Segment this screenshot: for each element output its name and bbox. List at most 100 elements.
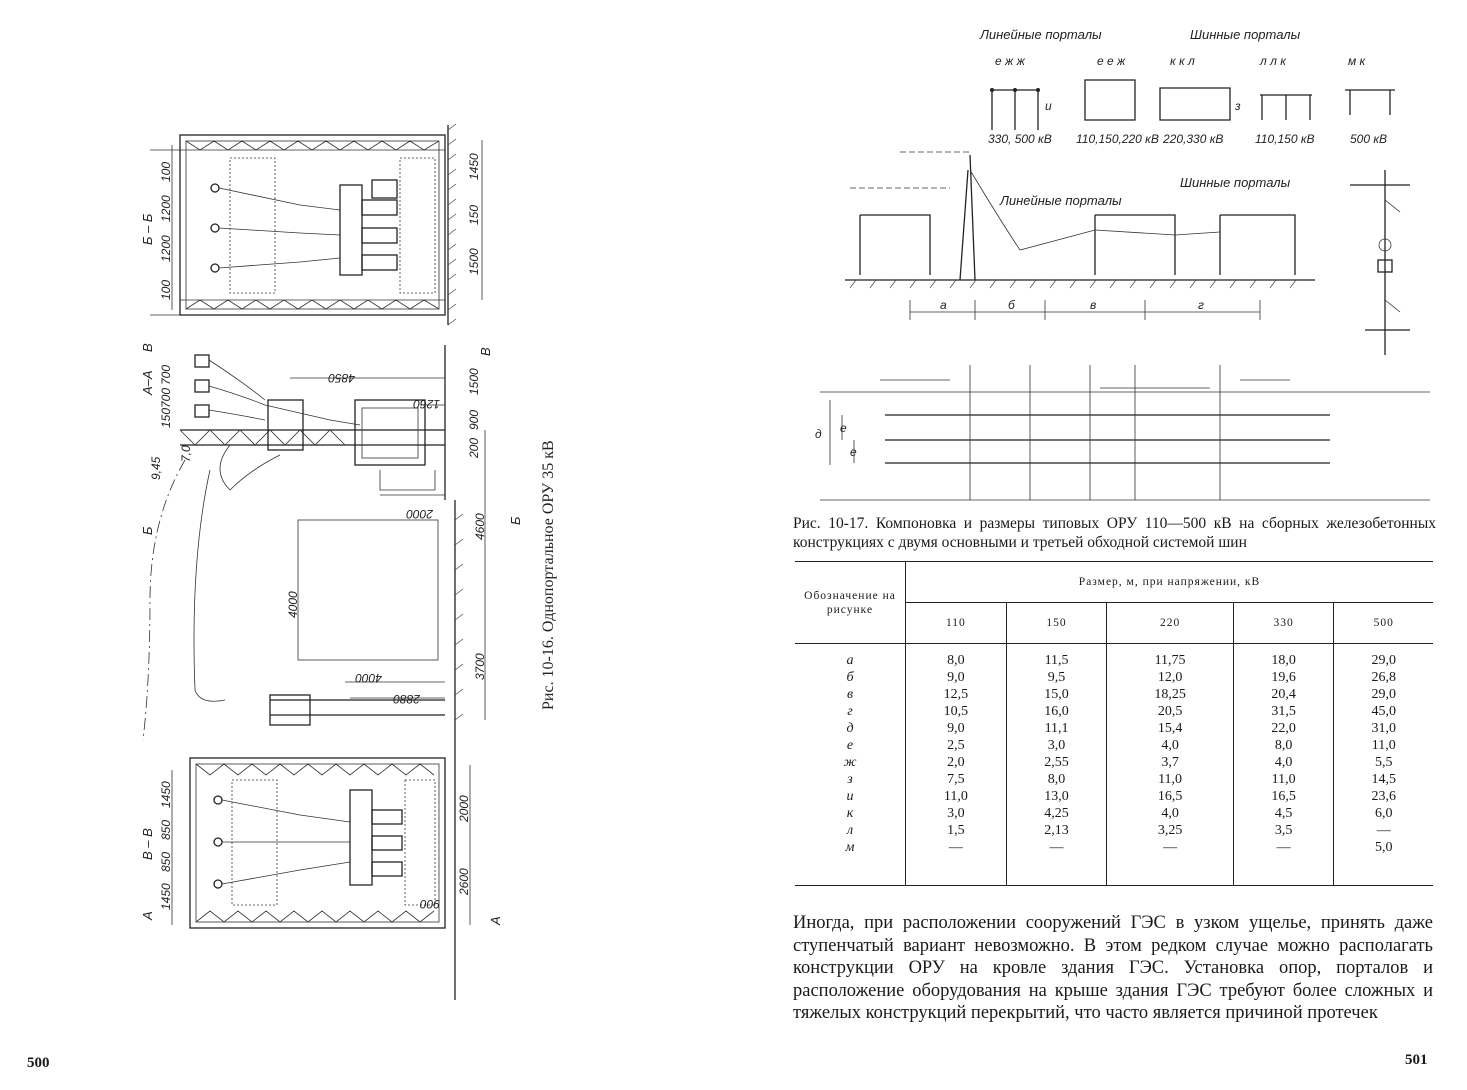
dim-label: 850 — [159, 852, 173, 872]
middle-slope: 4600 3700 4000 4000 2880 Б Б — [140, 430, 523, 1000]
table-group-header: Размер, м, при напряжении, кВ — [905, 561, 1433, 603]
table-cell: 12,5 — [943, 687, 969, 702]
table-cell: 6,0 — [1374, 806, 1393, 821]
table-cell: 13,0 — [1044, 789, 1069, 804]
dim-label: 3700 — [473, 653, 487, 680]
plan-view: д е е — [815, 365, 1430, 501]
table-cell: 5,0 — [1374, 840, 1393, 855]
table-cell: 14,5 — [1371, 772, 1396, 787]
table-cell: 10,5 — [943, 704, 969, 719]
dim-label: 1450 — [467, 153, 481, 180]
table-cell: 18,25 — [1154, 687, 1186, 702]
section-vv: 1450 850 850 1450 2000 2600 900 В – В А … — [140, 757, 503, 929]
cut-label: В — [478, 347, 493, 356]
table-row-label: б — [846, 670, 854, 685]
table-row-label: е — [846, 738, 854, 753]
table-row-label: м — [845, 840, 855, 855]
portal-voltage: 330, 500 кВ — [988, 132, 1052, 146]
dimensions-table: Обозначение на рисунке Размер, м, при на… — [795, 561, 1433, 886]
table-cell: — — [948, 840, 963, 855]
portal-voltage: 500 кВ — [1350, 132, 1387, 146]
table-cell: — — [1276, 840, 1291, 855]
dim-label: 1500 — [467, 368, 481, 395]
dim-label: 700 — [159, 365, 173, 385]
table-voltage-header: 150 — [1006, 602, 1108, 644]
portal-letters: к к л — [1170, 54, 1195, 68]
table-row-label: д — [846, 721, 854, 736]
dim-label: 4850 — [328, 371, 355, 385]
table-row-label: ж — [843, 755, 857, 770]
table-cell: 4,25 — [1044, 806, 1069, 821]
dim-label: 100 — [159, 162, 173, 182]
table-cell: 9,5 — [1047, 670, 1066, 685]
dim-label: 2000 — [406, 507, 434, 521]
portal-side-letter: з — [1234, 99, 1241, 113]
portal-letters: л л к — [1259, 54, 1287, 68]
table-cell: 9,0 — [947, 721, 965, 736]
table-cell: 31,0 — [1371, 721, 1396, 736]
figure-caption: Рис. 10-16. Однопортальное ОРУ 35 кВ — [540, 440, 557, 710]
dim-label: 850 — [159, 820, 173, 840]
table-cell: 8,0 — [947, 653, 965, 668]
table-cell: 3,5 — [1274, 823, 1293, 838]
table-cell: 5,5 — [1374, 755, 1393, 770]
table-voltage-header: 220 — [1106, 602, 1234, 644]
elevation-label: Линейные порталы — [999, 193, 1122, 208]
section-aa: 4850 1260 2000 700 700 150 1500 900 200 … — [140, 343, 493, 521]
single-line-schematic — [1350, 170, 1410, 355]
table-cell: 1,5 — [947, 823, 965, 838]
portal-voltage: 110,150,220 кВ — [1076, 132, 1159, 146]
portal-letters: е е ж — [1097, 54, 1126, 68]
dim-label: 2000 — [457, 795, 471, 823]
table-cell: 16,5 — [1157, 789, 1183, 804]
table-cell: — — [1049, 840, 1064, 855]
table-cell: 2,0 — [947, 755, 965, 770]
table-row-label: л — [846, 823, 854, 838]
elevation-label: 9,45 — [149, 456, 163, 480]
table-cell: 26,8 — [1371, 670, 1396, 685]
table-cell: 3,7 — [1161, 755, 1179, 770]
plan-letter: д — [815, 427, 822, 441]
elevation-label: Шинные порталы — [1180, 175, 1291, 190]
dim-label: 150 — [467, 205, 481, 225]
elevation-label: 7,0 — [179, 445, 193, 462]
dim-label: 1450 — [159, 781, 173, 808]
plan-letter: е — [840, 421, 847, 435]
table-cell: 11,0 — [1158, 772, 1183, 787]
portal-header: Шинные порталы — [1190, 27, 1301, 42]
table-voltage-header: 110 — [905, 602, 1007, 644]
dim-label: 700 — [159, 388, 173, 408]
portal-header: Линейные порталы — [979, 27, 1102, 42]
table-cell: 2,55 — [1044, 755, 1069, 770]
table-cell: 7,5 — [947, 772, 965, 787]
table-cell: — — [1163, 840, 1178, 855]
table-cell: 22,0 — [1271, 721, 1296, 736]
table-cell: 16,0 — [1044, 704, 1069, 719]
table-cell: 2,13 — [1044, 823, 1069, 838]
table-cell: 20,5 — [1157, 704, 1183, 719]
table-cell: 29,0 — [1371, 687, 1396, 702]
dim-label: 2880 — [393, 692, 421, 706]
dim-label: 1450 — [159, 883, 173, 910]
table-cell: 15,4 — [1157, 721, 1183, 736]
portal-side-letter: и — [1045, 99, 1052, 113]
table-cell: 18,0 — [1271, 653, 1296, 668]
table-cell: 16,5 — [1271, 789, 1296, 804]
table-cell: 29,0 — [1371, 653, 1396, 668]
body-paragraph: Иногда, при расположении сооружений ГЭС … — [793, 913, 1433, 1023]
cut-label: В — [140, 343, 155, 352]
figure-10-16-drawing: 100 1200 1200 100 1450 150 1500 Б – Б 48… — [140, 123, 557, 1000]
dim-label: 4000 — [355, 671, 382, 685]
table-cell: 12,0 — [1157, 670, 1183, 685]
dim-label: 900 — [420, 897, 440, 911]
section-label: Б – Б — [140, 213, 155, 245]
table-cell: 11,75 — [1154, 653, 1186, 668]
table-cell: 19,6 — [1271, 670, 1296, 685]
table-row-label: и — [846, 789, 854, 804]
table-row-label: г — [847, 704, 853, 719]
table-cell: 11,0 — [1371, 738, 1396, 753]
